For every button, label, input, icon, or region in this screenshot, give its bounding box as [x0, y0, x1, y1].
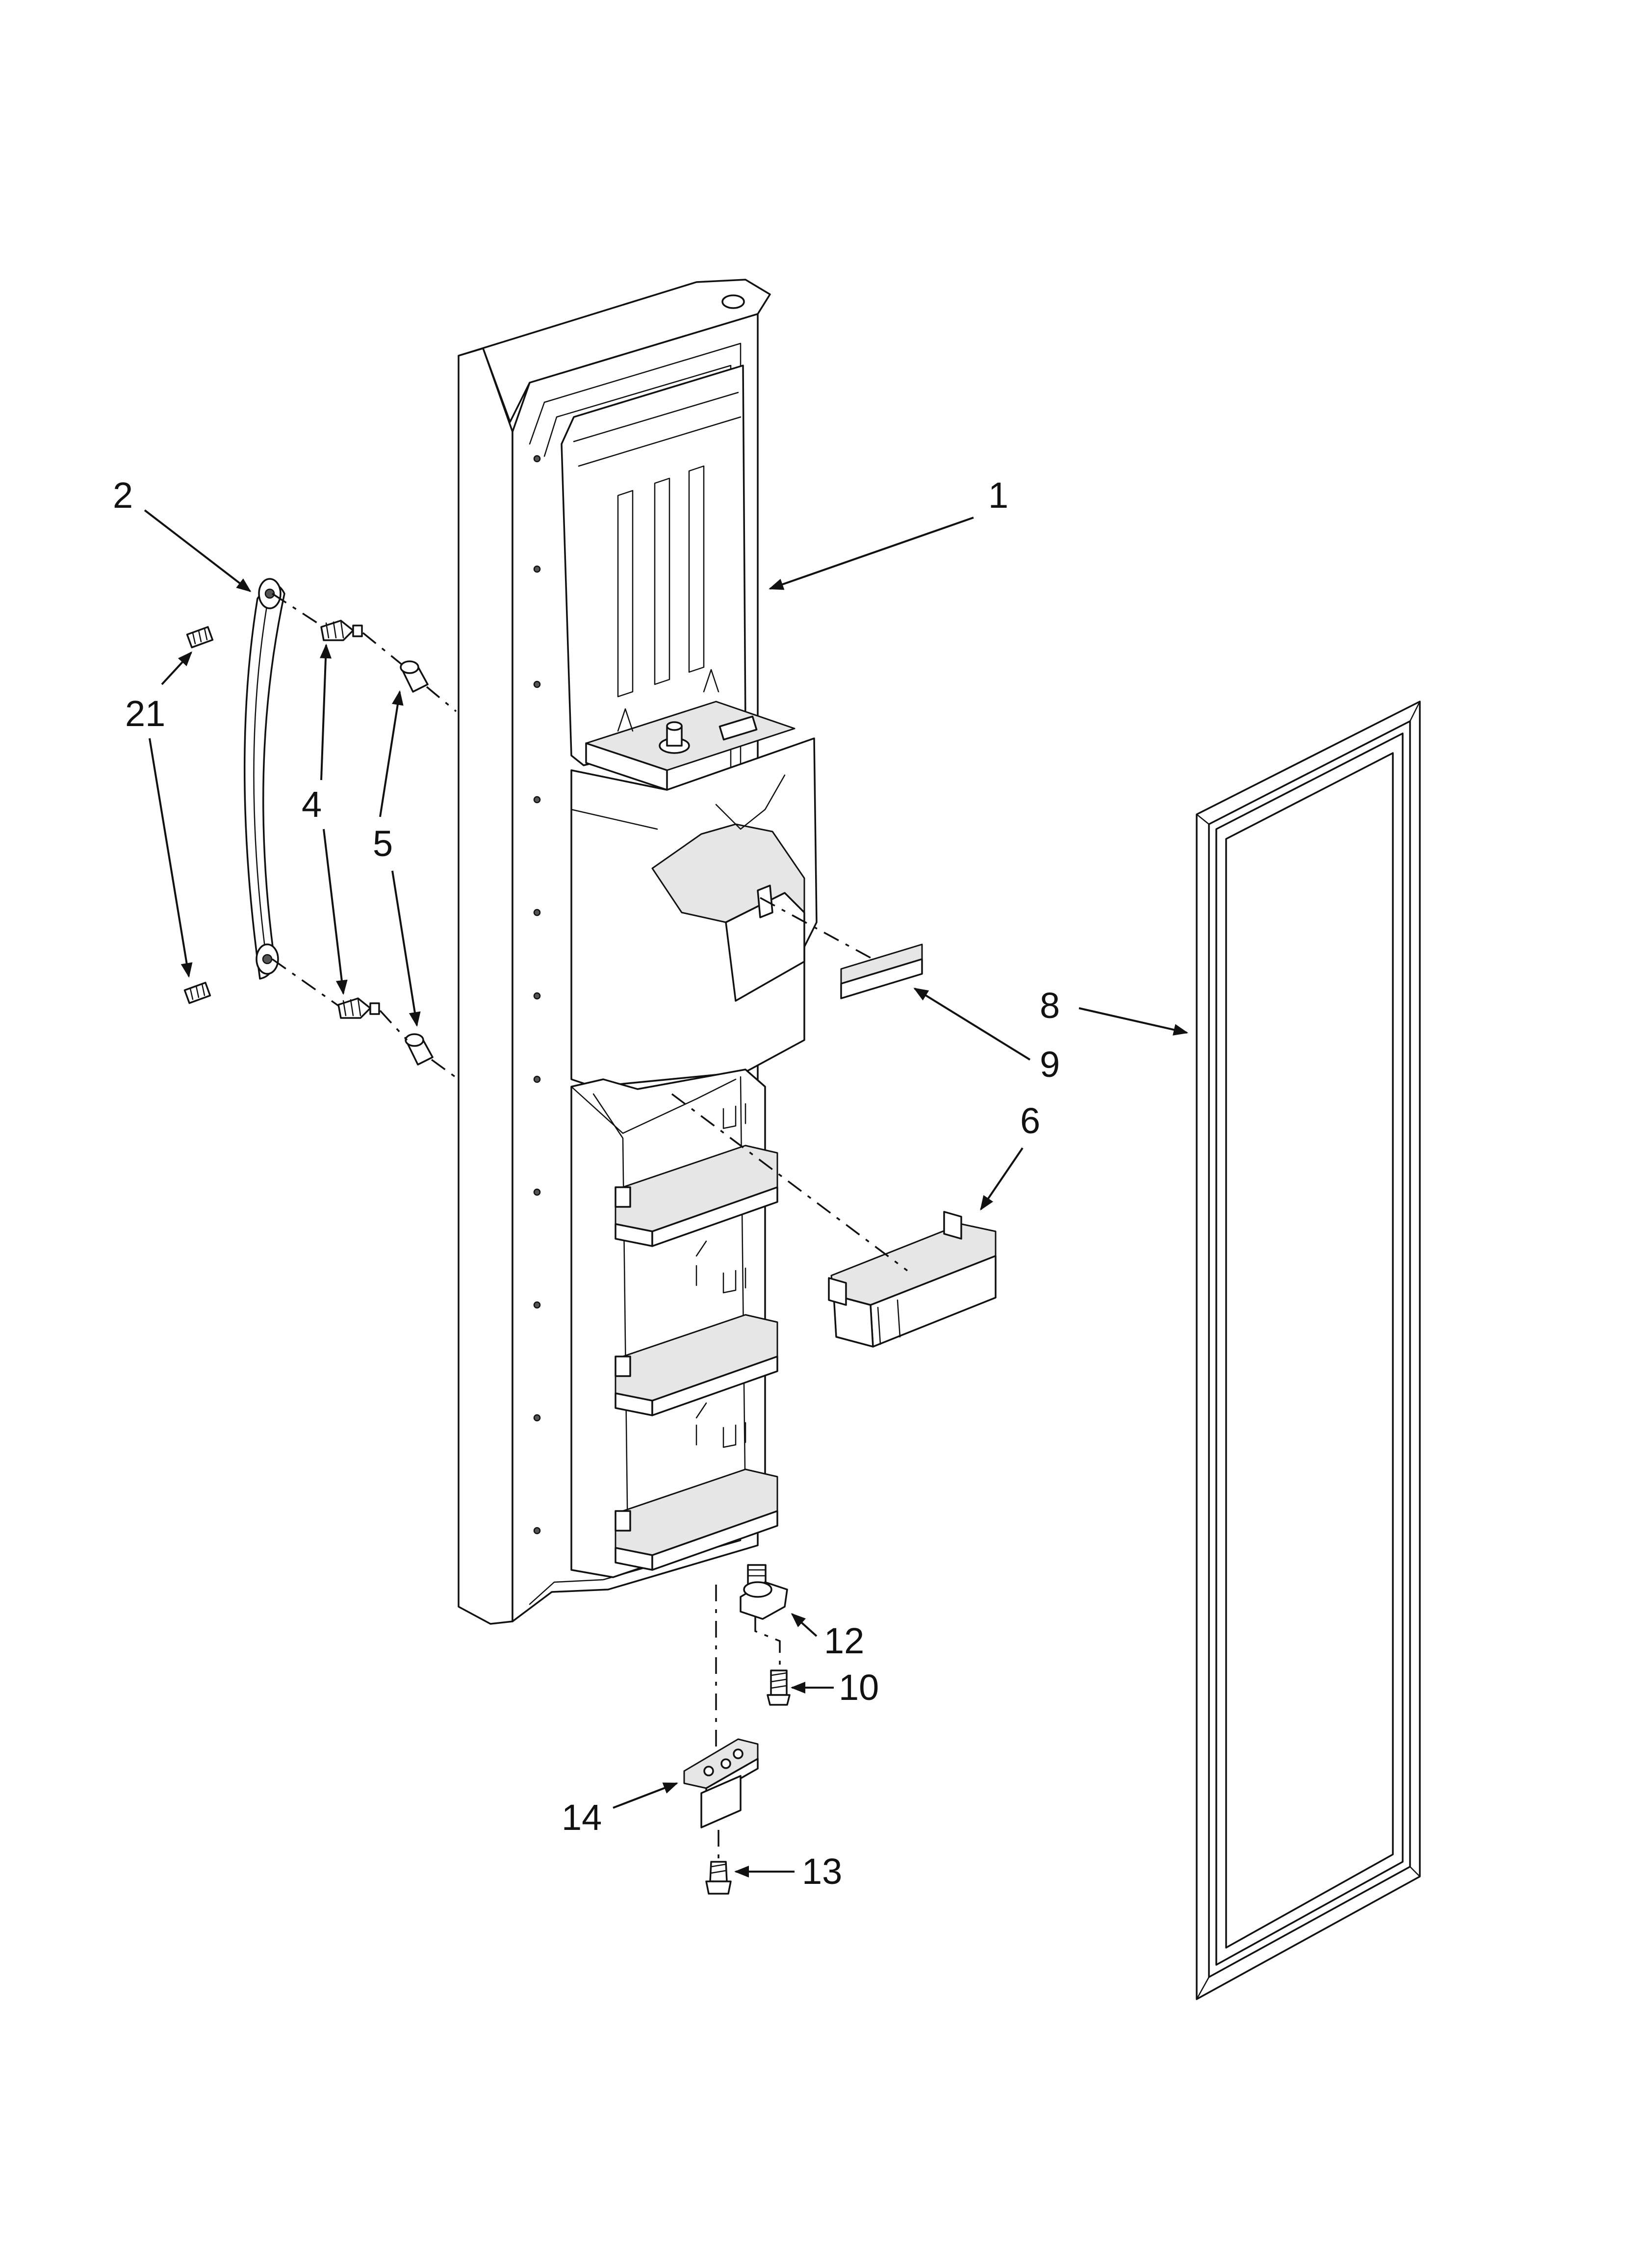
handle-mount-line-upper — [272, 593, 457, 712]
callout-8: 8 — [1040, 985, 1188, 1036]
strip-mount-line — [760, 897, 873, 960]
top-hinge-bushing — [721, 294, 745, 309]
callout-label-21: 21 — [125, 693, 165, 734]
callout-13: 13 — [734, 1851, 842, 1892]
door-shelf-1 — [615, 1103, 778, 1247]
control-slot — [718, 715, 758, 741]
callout-1: 1 — [769, 475, 1008, 590]
door-assembly — [458, 279, 818, 1625]
callout-21: 21 — [125, 651, 193, 978]
bin-mount-line — [671, 1093, 908, 1272]
callout-4: 4 — [302, 644, 348, 995]
door-gasket — [1196, 701, 1421, 2000]
door-bin — [828, 1211, 997, 1348]
handle-screw-lower — [337, 997, 380, 1019]
control-post-left — [617, 708, 634, 732]
dispenser-recess-back — [725, 892, 805, 1002]
hinge-screw-line — [754, 1616, 781, 1668]
hinge-pin-bracket — [740, 1564, 788, 1620]
callout-label-9: 9 — [1040, 1044, 1060, 1085]
handle-setscrew-lower — [183, 982, 211, 1004]
handle-setscrew-upper — [186, 626, 214, 649]
handle-mount-line-lower — [271, 958, 460, 1080]
callout-label-5: 5 — [373, 823, 393, 864]
callout-label-6: 6 — [1020, 1100, 1040, 1141]
handle-spacer-upper — [400, 660, 429, 693]
pocket-ribs — [617, 465, 705, 698]
handle-spacer-lower — [405, 1033, 434, 1066]
callout-label-2: 2 — [113, 475, 133, 516]
callout-14: 14 — [562, 1782, 678, 1838]
housing-contour — [570, 774, 786, 830]
hinge-screw-10 — [767, 1669, 791, 1706]
callout-12: 12 — [791, 1613, 864, 1661]
door-shelf-2 — [615, 1267, 778, 1416]
handle-screw-upper — [320, 620, 363, 641]
door-shelf-3 — [615, 1422, 778, 1571]
callout-label-10: 10 — [839, 1667, 879, 1708]
upper-pocket-lip — [573, 391, 742, 467]
control-post-right — [703, 669, 719, 693]
callout-5: 5 — [373, 690, 421, 1027]
hinge-plate-line — [715, 1585, 719, 1859]
shelf-supports — [695, 1240, 707, 1446]
door-outer-panel — [458, 347, 513, 1625]
callout-label-8: 8 — [1040, 985, 1060, 1026]
hinge-screw-13 — [705, 1861, 732, 1895]
callout-2: 2 — [113, 475, 252, 592]
drip-tray-slot — [757, 885, 773, 918]
callout-label-12: 12 — [824, 1620, 864, 1661]
liner-inner-edge — [529, 342, 742, 1605]
callout-label-14: 14 — [562, 1797, 602, 1838]
bottom-hinge-plate — [683, 1738, 759, 1828]
callout-label-1: 1 — [988, 475, 1008, 516]
callout-label-13: 13 — [802, 1851, 842, 1892]
callout-6: 6 — [980, 1100, 1040, 1211]
liner-rivets — [533, 455, 541, 1535]
dispenser-strip — [840, 943, 923, 999]
callout-label-4: 4 — [302, 784, 322, 825]
door-handle — [243, 578, 285, 980]
actuator-knob — [659, 721, 690, 754]
callout-9: 9 — [913, 988, 1060, 1085]
callout-10: 10 — [791, 1667, 879, 1708]
upper-cavity-slope — [570, 1078, 737, 1134]
